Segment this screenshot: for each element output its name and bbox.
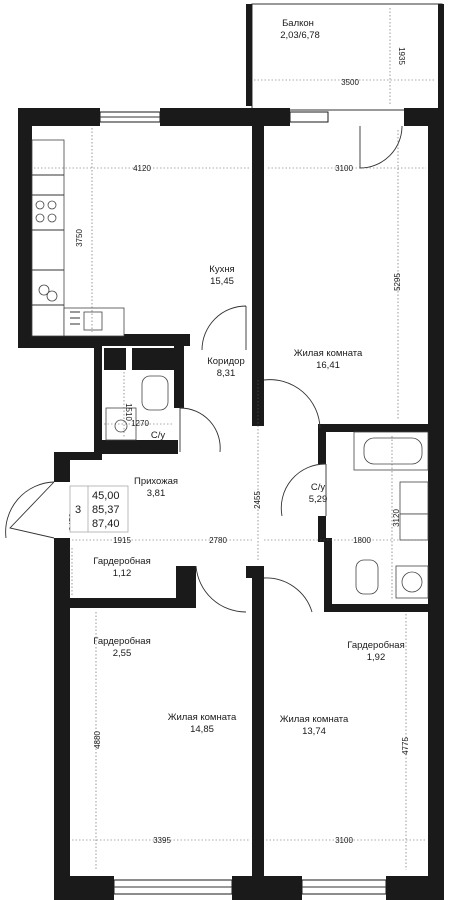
dimension-labels: 3500 1935 4120 3100 3750 5295 1270 1510 … [68,47,410,845]
room-wardrobe-2-area: 2,55 [113,648,132,659]
room-wardrobe-3-name: Гардеробная [347,640,404,651]
room-wardrobe-3-area: 1,92 [367,652,386,663]
dim-1915: 1915 [113,536,131,545]
dim-3120: 3120 [392,509,401,527]
room-living-2-name: Жилая комната [168,712,237,723]
room-balcony-area: 2,03/6,78 [280,30,320,41]
dim-4775: 4775 [401,737,410,755]
room-living-3-name: Жилая комната [280,714,349,725]
area-summary: 3 45,00 85,37 87,40 [69,485,129,533]
kitchen-fixtures [31,139,125,337]
dim-3500: 3500 [341,78,359,87]
room-balcony-name: Балкон [282,18,314,29]
wc1-fixtures [105,375,169,441]
dim-1935: 1935 [397,47,406,65]
windows [99,111,387,895]
balcony-outline [246,3,444,111]
room-hallway-area: 3,81 [147,488,166,499]
room-bathroom-area: 5,29 [309,494,328,505]
dim-3750: 3750 [75,229,84,247]
dim-2455: 2455 [253,491,262,509]
summary-rooms-count: 3 [75,504,81,516]
room-living-2-area: 14,85 [190,724,214,735]
room-kitchen-area: 15,45 [210,276,234,287]
room-wardrobe-1-area: 1,12 [113,568,132,579]
room-kitchen-name: Кухня [209,264,234,275]
summary-total-with-balcony: 87,40 [92,518,120,530]
room-wc-1-area: 1,92 [149,442,168,453]
dim-2780: 2780 [209,536,227,545]
dim-1510: 1510 [124,403,133,421]
room-wc-1-name: С/у [151,430,166,441]
interior-walls [70,126,428,876]
room-bathroom-name: С/у [311,482,326,493]
room-living-1-name: Жилая комната [294,348,363,359]
room-labels: Балкон 2,03/6,78 Кухня 15,45 Коридор 8,3… [93,18,404,737]
dim-3100-bottom: 3100 [335,836,353,845]
room-wardrobe-2-name: Гардеробная [93,636,150,647]
dim-5295: 5295 [393,273,402,291]
dim-1270: 1270 [131,419,149,428]
dim-1800: 1800 [353,536,371,545]
summary-living-area: 45,00 [92,490,120,502]
room-hallway-name: Прихожая [134,476,178,487]
dimension-lines [34,8,436,870]
room-wardrobe-1-name: Гардеробная [93,556,150,567]
dim-4880: 4880 [93,731,102,749]
dim-3100-top: 3100 [335,164,353,173]
outer-walls [18,108,444,900]
bathroom-fixtures [353,431,429,599]
room-corridor-name: Коридор [207,356,245,367]
room-living-1-area: 16,41 [316,360,340,371]
dim-3395: 3395 [153,836,171,845]
room-living-3-area: 13,74 [302,726,326,737]
summary-total-area: 85,37 [92,504,120,516]
room-corridor-area: 8,31 [217,368,236,379]
dim-4120: 4120 [133,164,151,173]
